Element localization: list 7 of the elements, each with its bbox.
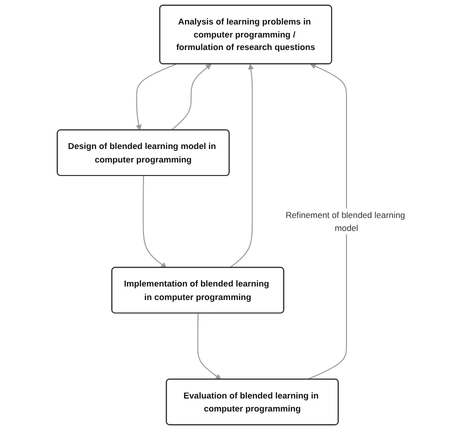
arrow	[135, 64, 176, 130]
arrow	[170, 64, 211, 131]
edge-label: Refinement of blended learning model	[285, 210, 405, 233]
arrow	[196, 312, 221, 380]
arrow	[228, 64, 254, 268]
arrow	[306, 64, 347, 380]
arrow	[142, 175, 166, 268]
